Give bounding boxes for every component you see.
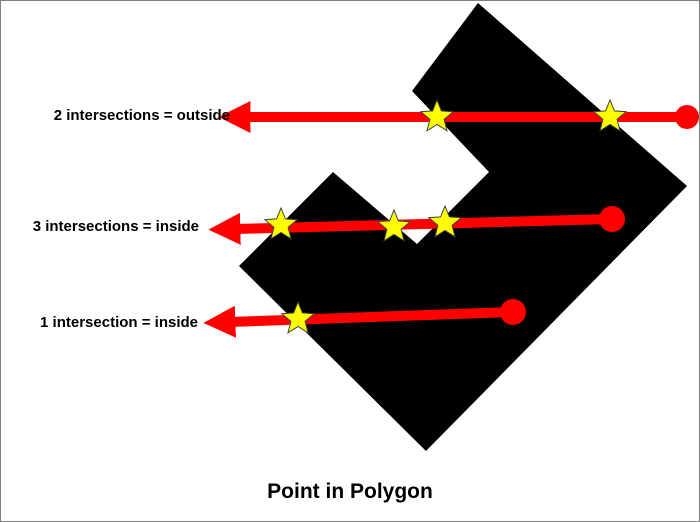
- ray-origin-point: [500, 299, 526, 325]
- intersection-star-icon: [427, 204, 463, 238]
- ray-inside-three: [208, 206, 625, 245]
- ray-inside-one: [203, 299, 526, 338]
- intersection-star-icon: [263, 206, 299, 240]
- intersection-star-icon: [376, 208, 412, 242]
- intersection-star-icon: [592, 98, 628, 132]
- ray-label-outside: 2 intersections = outside: [53, 107, 230, 124]
- ray-label-inside-one: 1 intersection = inside: [40, 314, 198, 331]
- diagram-title: Point in Polygon: [267, 480, 433, 503]
- ray-line: [208, 212, 613, 245]
- ray-line: [203, 305, 514, 338]
- intersection-star-icon: [280, 300, 316, 334]
- ray-label-inside-three: 3 intersections = inside: [32, 218, 199, 235]
- intersection-markers: [263, 98, 628, 334]
- ray-origin-point: [675, 105, 699, 129]
- ray-origin-point: [599, 206, 625, 232]
- intersection-star-icon: [419, 98, 455, 132]
